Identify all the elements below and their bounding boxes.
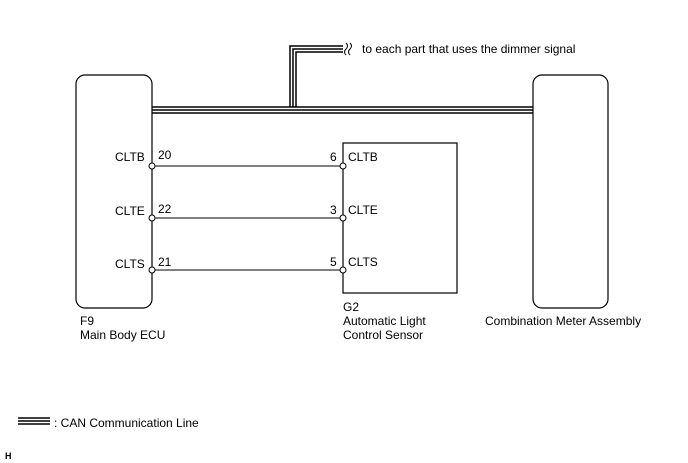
ecu-pin-terminal <box>148 162 156 170</box>
meter-box <box>532 74 609 309</box>
corner-mark: H <box>5 451 12 461</box>
sensor-pin-terminal <box>339 266 347 274</box>
signal-wires <box>148 162 347 274</box>
ecu-pin-number: 20 <box>158 148 172 162</box>
legend-can-symbol <box>18 417 50 425</box>
sensor-signal-label: CLTS <box>348 255 378 269</box>
legend-text: : CAN Communication Line <box>54 416 199 430</box>
sensor-pin-number: 6 <box>330 150 337 164</box>
can-branch-line <box>289 45 343 107</box>
meter-name: Combination Meter Assembly <box>485 314 641 328</box>
sensor-signal-label: CLTB <box>348 150 378 164</box>
sensor-pin-number: 5 <box>330 255 337 269</box>
ecu-signal-label: CLTS <box>115 257 145 271</box>
sensor-name-line2: Control Sensor <box>343 328 423 342</box>
ecu-signal-label: CLTB <box>115 150 145 164</box>
sensor-box <box>342 142 458 294</box>
sensor-pin-terminal <box>339 214 347 222</box>
ecu-box <box>75 74 153 309</box>
dimmer-signal-note: to each part that uses the dimmer signal <box>362 42 575 56</box>
ecu-signal-label: CLTE <box>115 204 145 218</box>
sensor-pin-number: 3 <box>330 203 337 217</box>
continuation-mark <box>344 42 352 56</box>
ecu-code: F9 <box>80 314 94 328</box>
ecu-pin-number: 21 <box>158 255 172 269</box>
ecu-pin-terminal <box>148 266 156 274</box>
sensor-code: G2 <box>343 300 359 314</box>
ecu-pin-number: 22 <box>158 202 172 216</box>
sensor-name-line1: Automatic Light <box>343 314 426 328</box>
sensor-signal-label: CLTE <box>348 203 378 217</box>
ecu-name: Main Body ECU <box>80 328 165 342</box>
sensor-pin-terminal <box>339 162 347 170</box>
can-bus-line <box>152 106 533 114</box>
ecu-pin-terminal <box>148 214 156 222</box>
